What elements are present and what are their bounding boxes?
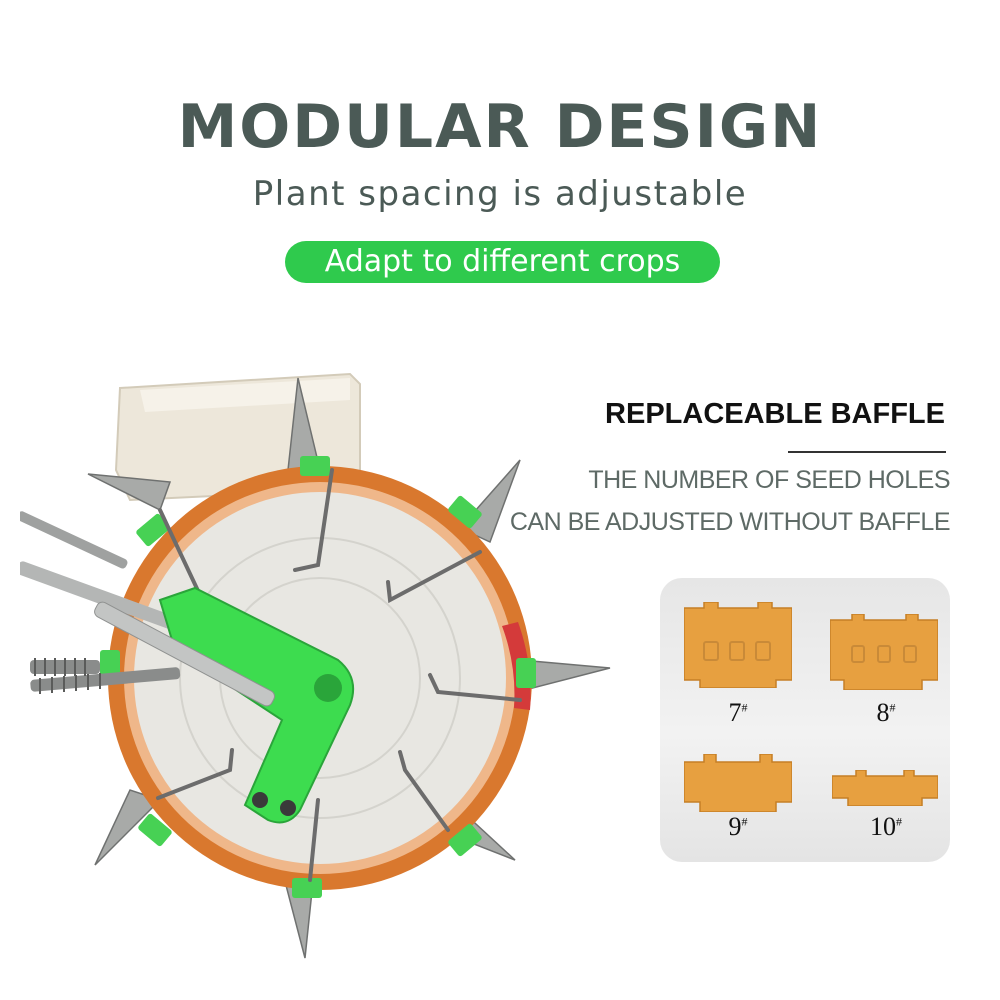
page-subtitle: Plant spacing is adjustable: [252, 174, 748, 214]
baffle-8-mark: #: [889, 700, 896, 715]
baffle-10-number: 10: [870, 812, 896, 841]
baffle-10-image: [832, 770, 938, 806]
baffle-9-number: 9: [728, 812, 742, 841]
baffle-10-label: 10#: [836, 812, 936, 842]
baffle-9-label: 9#: [688, 812, 788, 842]
baffle-7-label: 7#: [688, 698, 788, 728]
baffle-8-image: [830, 614, 938, 690]
baffle-7-image: [684, 602, 792, 688]
baffle-panel: 7# 8# 9# 10#: [660, 578, 950, 862]
baffle-8-number: 8: [876, 698, 890, 727]
baffle-7-mark: #: [741, 700, 748, 715]
page-title: MODULAR DESIGN: [177, 92, 823, 162]
highlight-pill: Adapt to different crops: [285, 241, 720, 283]
baffle-heading: REPLACEABLE BAFFLE: [605, 398, 945, 430]
wire-hooks: [156, 468, 522, 882]
heading-underline: [788, 451, 946, 453]
green-bracket: [158, 586, 354, 824]
spikes: [87, 377, 611, 959]
baffle-desc-line-2: CAN BE ADJUSTED WITHOUT BAFFLE: [509, 508, 951, 536]
baffle-desc-line-1: THE NUMBER OF SEED HOLES: [588, 466, 950, 494]
green-clips: [100, 456, 536, 898]
baffle-10-mark: #: [896, 814, 902, 829]
baffle-8-label: 8#: [836, 698, 936, 728]
baffle-9-image: [684, 754, 792, 812]
seeder-wheel-illustration: [20, 372, 611, 959]
baffle-9-mark: #: [741, 814, 748, 829]
baffle-7-number: 7: [728, 698, 742, 727]
